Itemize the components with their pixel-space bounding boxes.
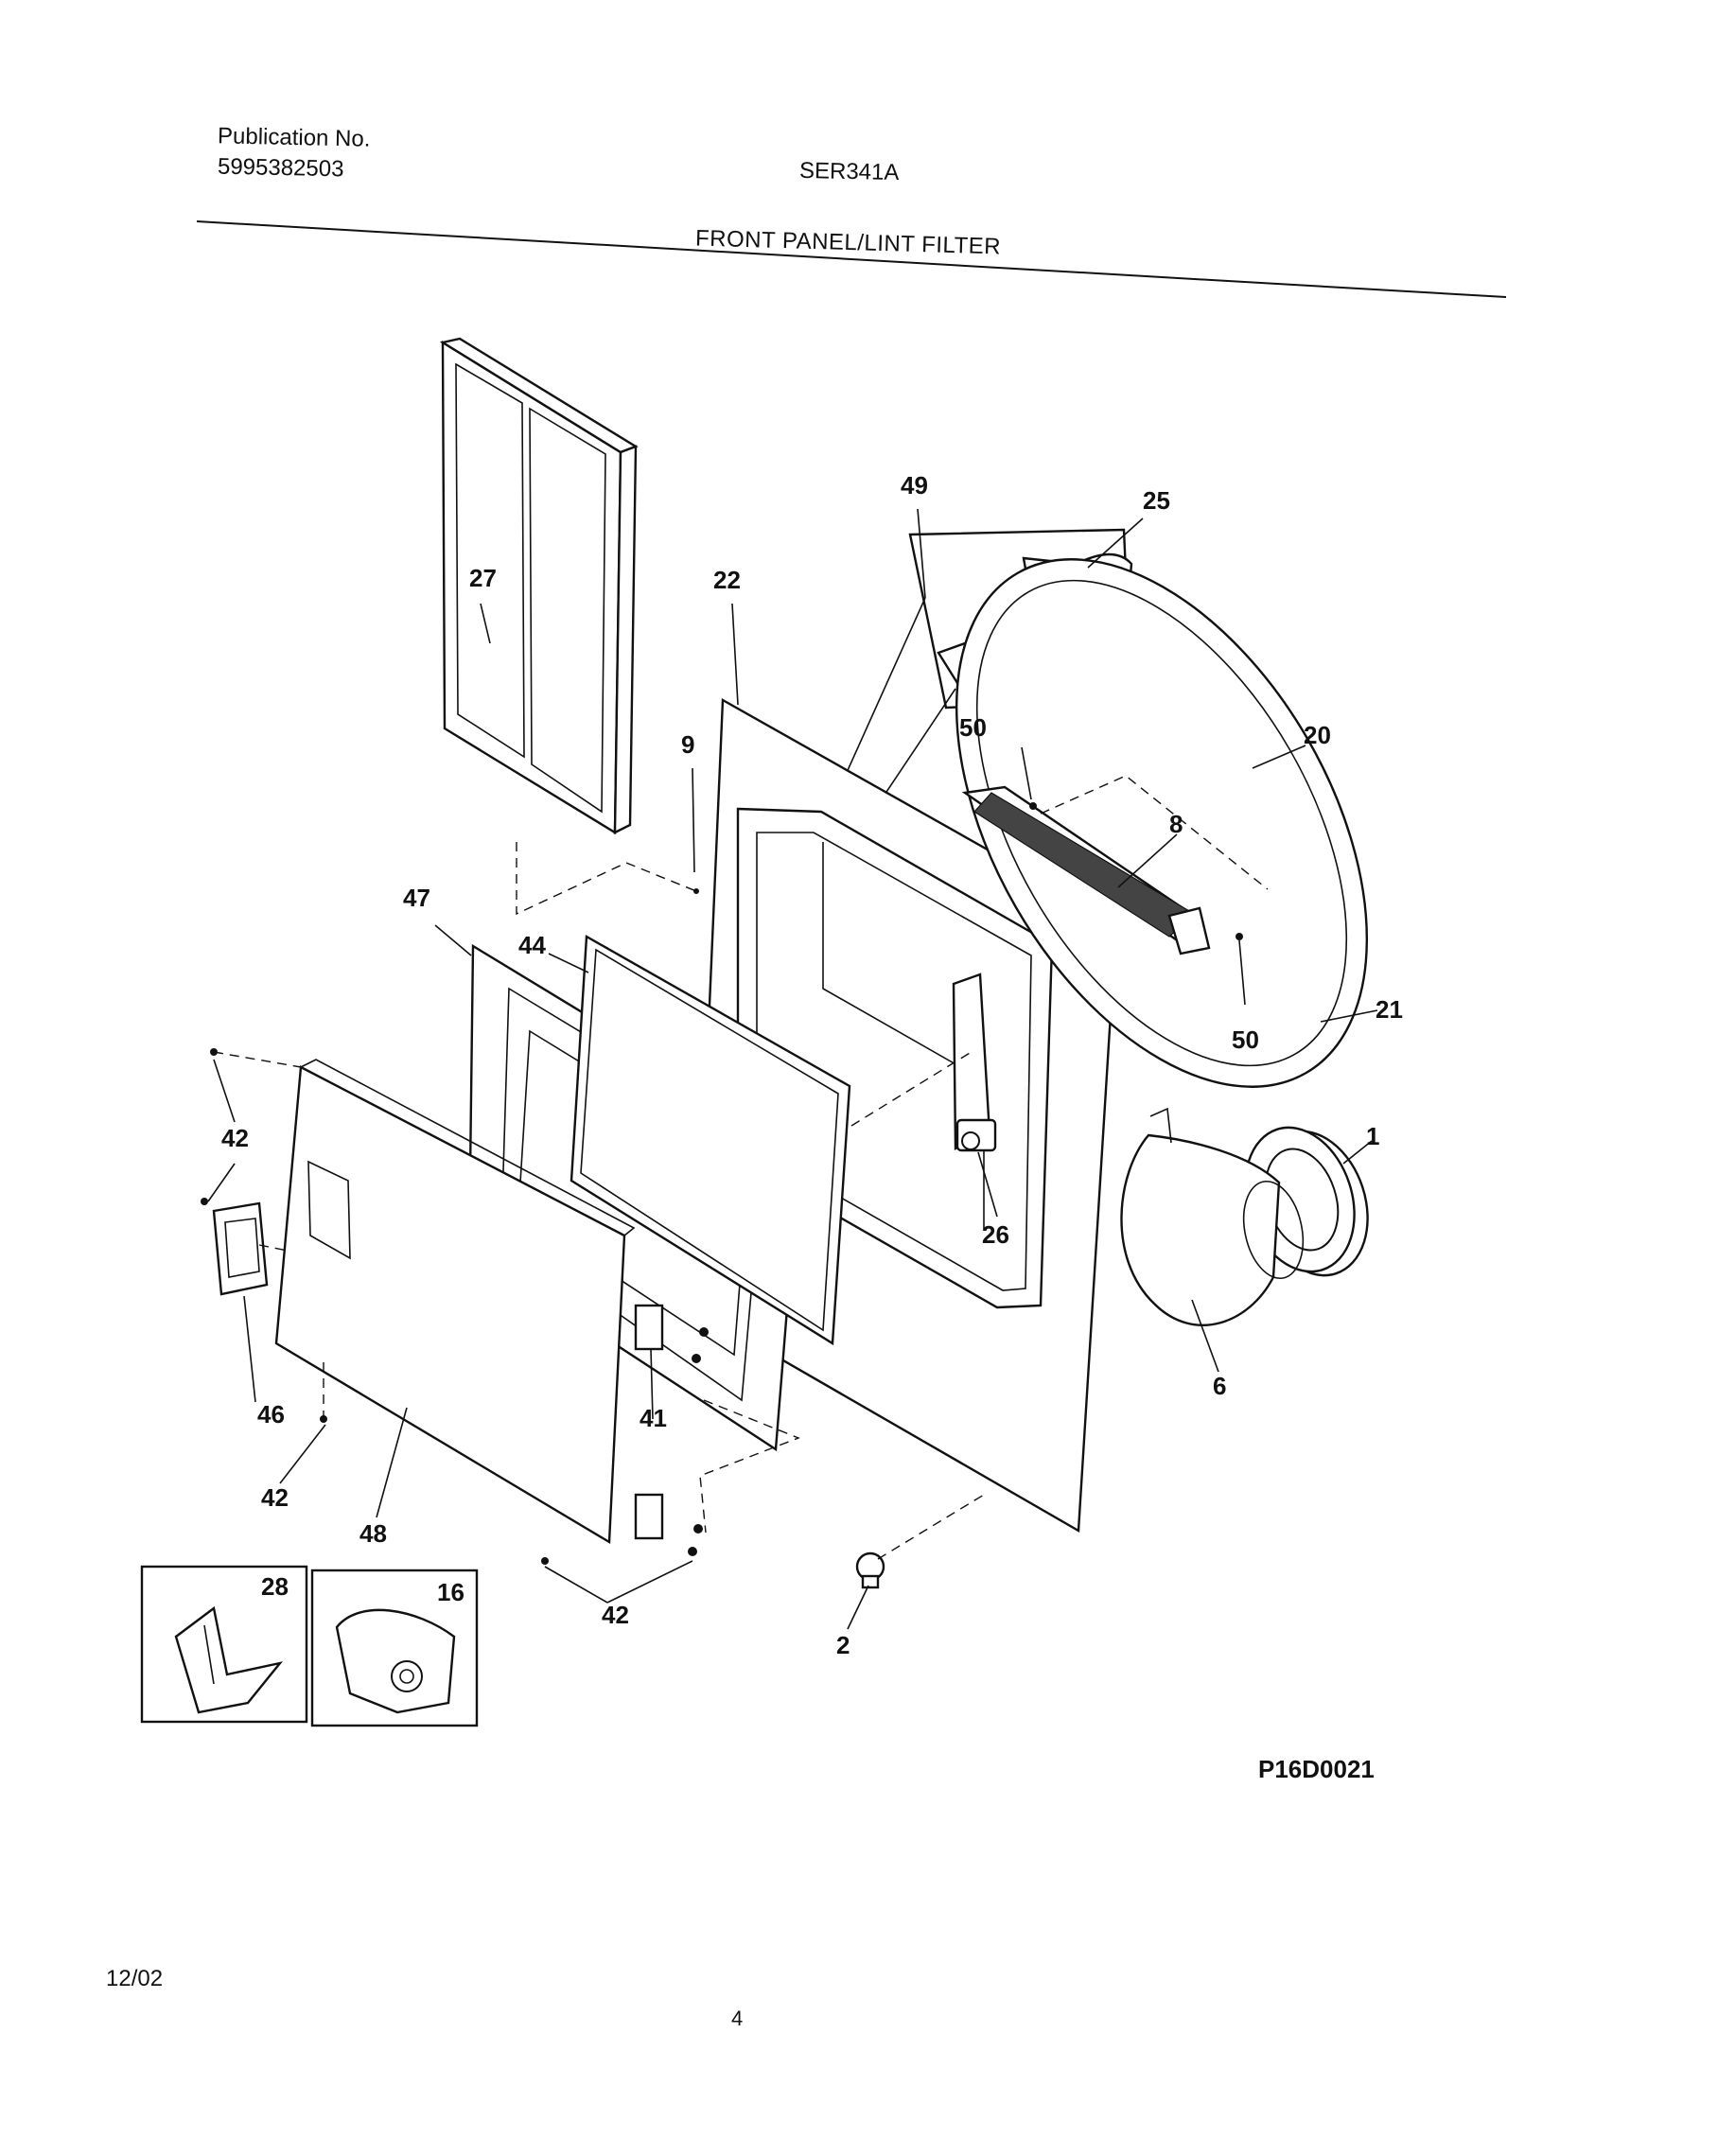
callout-42-bottom: 42 [602, 1601, 629, 1629]
callout-2: 2 [836, 1631, 850, 1659]
screws [201, 802, 1243, 1565]
callout-27: 27 [469, 564, 497, 592]
callout-22: 22 [713, 566, 741, 594]
callout-42-left: 42 [221, 1124, 249, 1152]
callout-49: 49 [901, 471, 928, 500]
part-20-21-drum-seal [955, 558, 1369, 1088]
header-rule [196, 220, 1507, 298]
part-28-bracket [174, 1605, 284, 1714]
callout-50-bottom: 50 [1232, 1025, 1259, 1054]
callout-47: 47 [403, 884, 430, 912]
callout-1: 1 [1366, 1122, 1379, 1150]
part-46-door-latch [212, 1201, 269, 1296]
callout-9: 9 [681, 730, 694, 759]
part-16-clip [335, 1608, 456, 1714]
part-6-duct [1120, 1107, 1305, 1326]
callout-8: 8 [1169, 810, 1183, 838]
callout-42-lower: 42 [261, 1483, 289, 1512]
part-41-hinges [634, 1304, 709, 1556]
publication-date: 12/02 [106, 1966, 164, 1991]
part-44-door-seal [570, 935, 851, 1346]
callout-21: 21 [1376, 995, 1403, 1024]
callout-20: 20 [1304, 721, 1331, 749]
drawing-id: P16D0021 [1258, 1755, 1375, 1783]
part-2-knob [855, 1551, 885, 1589]
callout-28: 28 [261, 1572, 289, 1601]
part-8-lint-screen [961, 785, 1211, 955]
page-number: 4 [731, 2007, 744, 2030]
callout-25: 25 [1143, 486, 1170, 515]
callout-26: 26 [982, 1220, 1009, 1249]
part-26-switch [952, 973, 997, 1152]
callout-6: 6 [1213, 1372, 1226, 1400]
callout-44: 44 [518, 931, 546, 959]
callout-46: 46 [257, 1400, 285, 1429]
part-48-outer-door [274, 1059, 636, 1545]
callout-41: 41 [640, 1404, 667, 1432]
callout-16: 16 [437, 1578, 464, 1606]
callout-50-top: 50 [959, 713, 987, 742]
part-27-lint-filter [439, 337, 639, 835]
callout-48: 48 [359, 1519, 387, 1548]
